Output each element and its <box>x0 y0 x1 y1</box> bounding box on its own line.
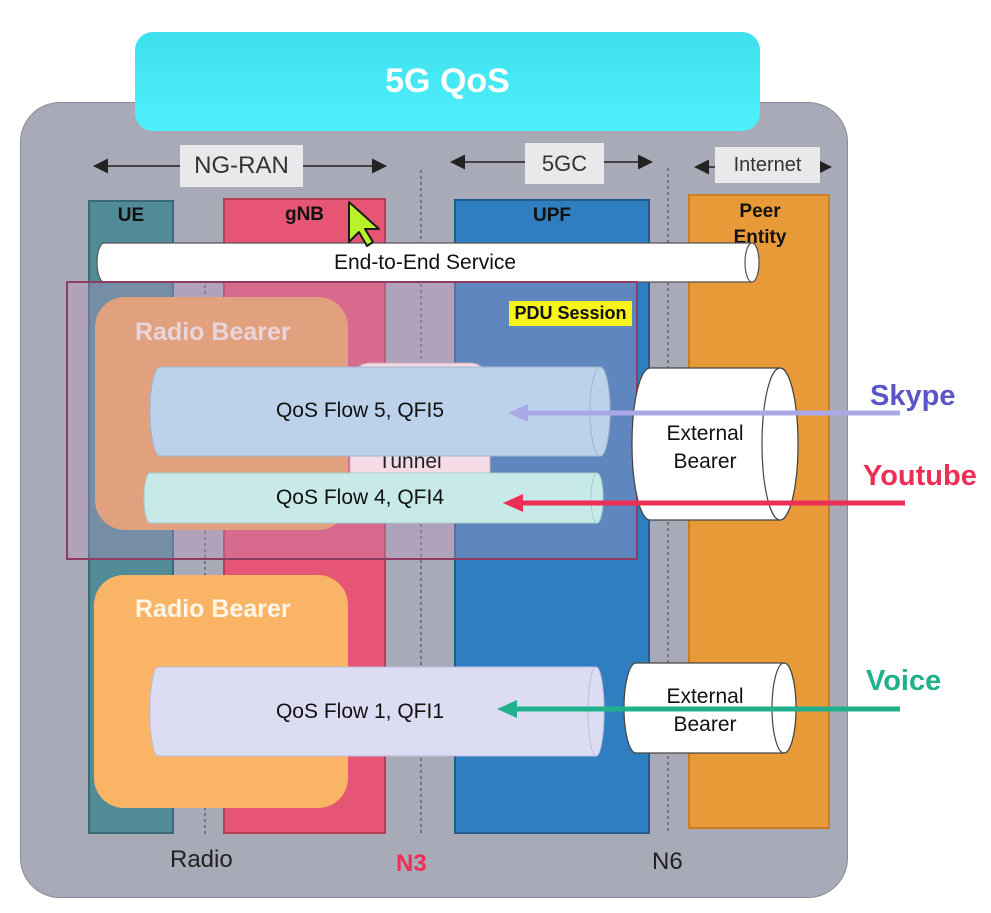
qos-flow-1-label: QoS Flow 1, QFI1 <box>275 700 445 723</box>
upf-label: UPF <box>533 205 571 226</box>
youtube-arrowhead <box>503 494 523 512</box>
youtube-label: Youtube <box>863 460 977 492</box>
qos-flow-5-label: QoS Flow 5, QFI5 <box>275 399 445 422</box>
title-banner <box>135 32 760 131</box>
n6-interface-label: N6 <box>652 848 683 875</box>
ngran-label: NG-RAN <box>180 145 303 187</box>
pdu-session-label: PDU Session <box>509 301 632 326</box>
ue-label: UE <box>117 205 145 226</box>
voice-label: Voice <box>866 665 942 697</box>
diagram-title: 5G QoS <box>385 62 510 100</box>
radio-bearer-top-label: Radio Bearer <box>135 318 291 346</box>
core-label: 5GC <box>525 143 604 184</box>
internet-label: Internet <box>715 147 820 183</box>
gnb-label: gNB <box>284 204 325 225</box>
skype-label: Skype <box>870 380 956 412</box>
end-to-end-label: End-to-End Service <box>333 251 517 274</box>
mouse-cursor-icon <box>348 201 380 247</box>
n3-interface-label: N3 <box>396 850 427 877</box>
radio-interface-label: Radio <box>170 846 233 873</box>
external-bearer-top-label: External Bearer <box>666 422 744 473</box>
skype-arrowhead <box>508 404 528 422</box>
qos-flow-4-label: QoS Flow 4, QFI4 <box>275 486 445 509</box>
voice-arrowhead <box>497 700 517 718</box>
radio-bearer-bottom-label: Radio Bearer <box>135 595 291 623</box>
external-bearer-bottom-label: External Bearer <box>666 685 744 736</box>
peer-entity-label: Peer Entity <box>733 201 787 248</box>
